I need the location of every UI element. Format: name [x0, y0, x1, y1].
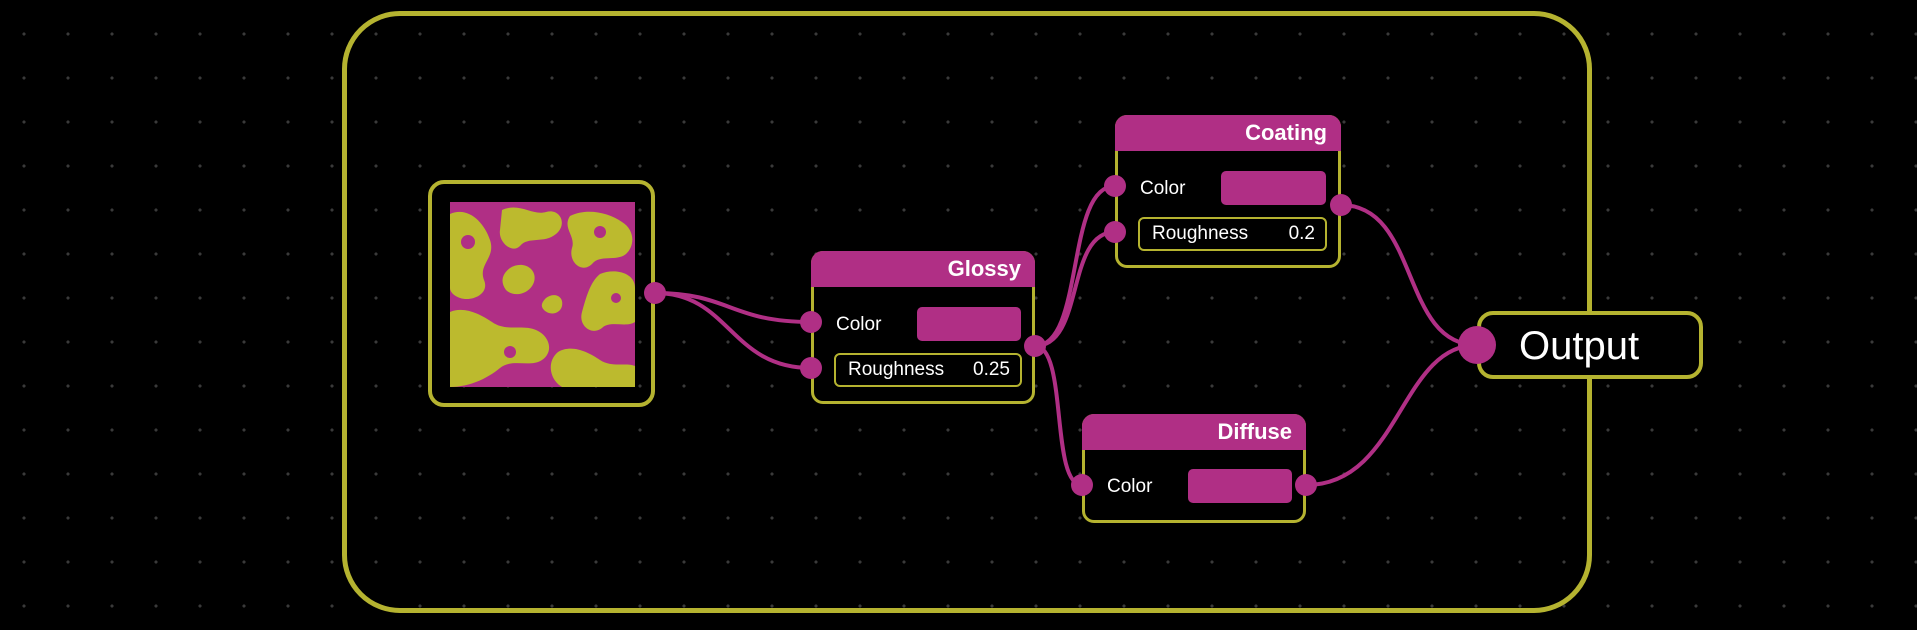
texture-output-socket[interactable]	[644, 282, 666, 304]
glossy-roughness-label: Roughness	[848, 359, 945, 380]
glossy-node-title: Glossy	[811, 251, 1035, 287]
diffuse-color-label: Color	[1107, 476, 1153, 497]
coating-node-title: Coating	[1115, 115, 1341, 151]
diffuse-output-socket[interactable]	[1295, 474, 1317, 496]
coating-color-label: Color	[1140, 178, 1186, 199]
glossy-roughness-input-socket[interactable]	[800, 357, 822, 379]
wire-glossy-to-coating-roughness	[1033, 230, 1117, 348]
wire-glossy-to-diffuse-color	[1033, 344, 1084, 487]
coating-roughness-value: 0.2	[1288, 223, 1315, 244]
noise-texture-thumbnail	[450, 202, 635, 387]
diffuse-color-swatch[interactable]	[1188, 469, 1292, 503]
coating-color-input-socket[interactable]	[1104, 175, 1126, 197]
glossy-output-socket[interactable]	[1024, 335, 1046, 357]
coating-output-socket[interactable]	[1330, 194, 1352, 216]
glossy-node[interactable]: Glossy Color Roughness 0.25	[811, 251, 1035, 404]
glossy-roughness-field[interactable]: Roughness 0.25	[834, 353, 1022, 387]
glossy-color-swatch[interactable]	[917, 307, 1021, 341]
coating-node[interactable]: Coating Color Roughness 0.2	[1115, 115, 1341, 268]
coating-roughness-field[interactable]: Roughness 0.2	[1138, 217, 1327, 251]
texture-node[interactable]	[428, 180, 655, 407]
diffuse-node[interactable]: Diffuse Color	[1082, 414, 1306, 523]
output-input-socket[interactable]	[1458, 326, 1496, 364]
coating-roughness-label: Roughness	[1152, 223, 1249, 244]
output-node[interactable]: Output	[1477, 311, 1703, 379]
glossy-color-label: Color	[836, 314, 882, 335]
coating-color-swatch[interactable]	[1221, 171, 1326, 205]
wire-texture-to-glossy-roughness	[653, 291, 813, 370]
diffuse-node-title: Diffuse	[1082, 414, 1306, 450]
output-node-title: Output	[1519, 324, 1640, 368]
wire-glossy-to-coating-color	[1033, 184, 1117, 348]
diffuse-color-input-socket[interactable]	[1071, 474, 1093, 496]
wire-diffuse-to-output	[1304, 343, 1479, 487]
coating-roughness-input-socket[interactable]	[1104, 221, 1126, 243]
glossy-roughness-value: 0.25	[973, 359, 1010, 380]
glossy-color-input-socket[interactable]	[800, 311, 822, 333]
wire-coating-to-output	[1339, 203, 1479, 347]
